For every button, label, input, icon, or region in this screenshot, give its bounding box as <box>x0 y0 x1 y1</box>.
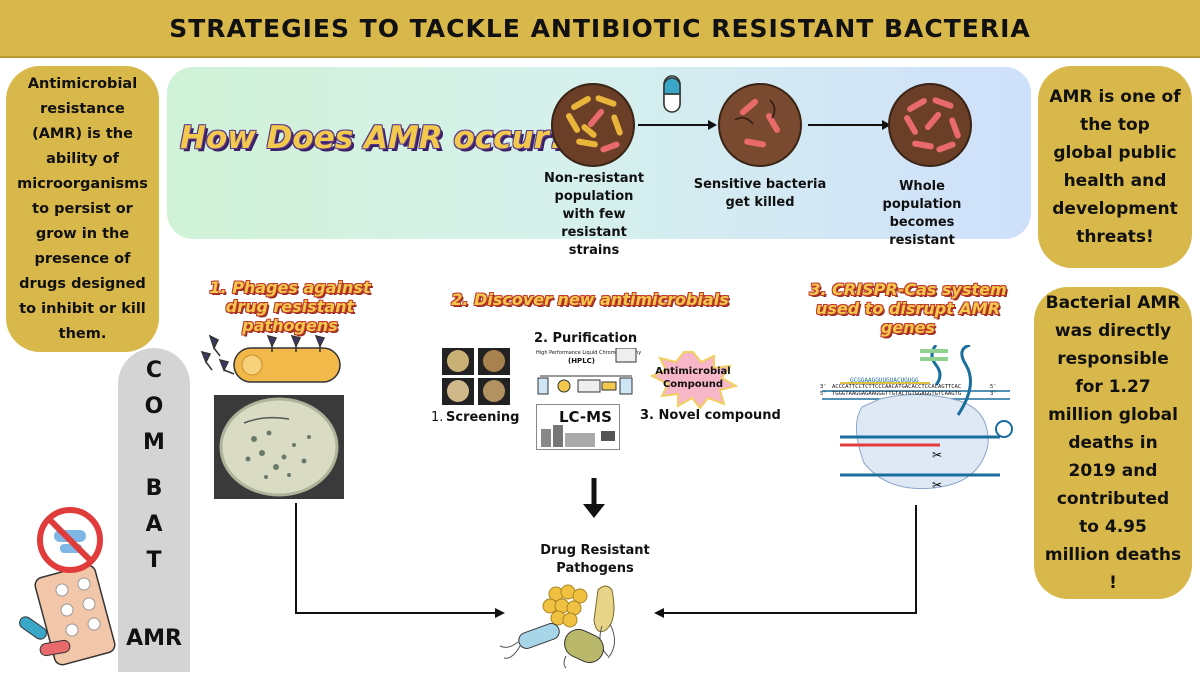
antimicrobial-compound-label: Antimicrobial Compound <box>655 366 731 390</box>
hplc-apparatus-icon <box>537 348 637 395</box>
dna-bottom-end-label: 3' <box>990 391 997 397</box>
dna-bottom-end-label: 5' <box>820 391 827 397</box>
page-title: STRATEGIES TO TACKLE ANTIBIOTIC RESISTAN… <box>169 13 1031 43</box>
svg-text:✂: ✂ <box>932 448 942 462</box>
amr-deaths-box: Bacterial AMR was directly responsible f… <box>1034 287 1192 599</box>
stage-caption-1: Non-resistant population with few resist… <box>543 171 645 258</box>
drug-resistant-pathogens-illustration <box>499 584 615 669</box>
lcms-machine-icon <box>541 425 615 447</box>
dna-top-end-label: 3' <box>820 384 827 390</box>
hplc-full-label: High Performance Liquid Chromatography <box>536 350 642 356</box>
amr-threat-box: AMR is one of the top global public heal… <box>1038 66 1192 268</box>
phage-on-bacterium-illustration <box>200 334 341 383</box>
amr-deaths-text: Bacterial AMR was directly responsible f… <box>1044 293 1182 593</box>
phage-plaque-petri-dish <box>214 395 344 499</box>
amr-occurrence-title: How Does AMR occur? <box>180 120 567 156</box>
amr-stage-illustrations <box>551 75 972 167</box>
combat-letter: A <box>145 512 163 537</box>
antibiotic-capsule-icon <box>663 75 681 113</box>
dna-top-strand: ACCCATTCCTCTTCCCAACATGACACCTCCACAGTTCAC <box>832 384 962 390</box>
strategy3-title: 3. CRISPR-Cas system used to disrupt AMR… <box>809 280 1007 337</box>
combat-letter: O <box>144 394 164 419</box>
crispr-to-pathogen-arrow <box>664 505 917 614</box>
combat-letter: T <box>146 548 162 573</box>
screening-plates-icon <box>442 348 510 405</box>
killed-bacteria-dish-icon <box>718 83 802 167</box>
phage-to-pathogen-arrow <box>295 503 495 614</box>
combat-letter: B <box>145 476 163 501</box>
combat-letter: M <box>143 430 165 455</box>
hplc-label: (HPLC) <box>568 357 595 365</box>
mixed-population-dish-icon <box>551 83 635 167</box>
title-banner: STRATEGIES TO TACKLE ANTIBIOTIC RESISTAN… <box>0 0 1200 58</box>
lcms-instrument: LC-MS <box>536 404 620 450</box>
crispr-cas-complex-illustration: ✂ ✂ <box>822 345 1013 492</box>
novel-compound-label: 3. Novel compound <box>640 408 781 423</box>
combat-letter: C <box>145 358 163 383</box>
screening-label: Screening <box>446 410 520 425</box>
dna-bottom-strand: TGGGTAAGGAGAAGGGTTGTACTGTGGAGGTGTCAAGTG <box>832 391 962 397</box>
resistant-population-dish-icon <box>888 83 972 167</box>
strategy2-title: 2. Discover new antimicrobials <box>451 290 729 309</box>
no-bacteria-pills-icon <box>19 507 116 666</box>
antimicrobial-compound-burst <box>649 351 738 410</box>
combat-amr-column: C O M B A T AMR <box>118 348 190 672</box>
guide-rna-sequence: GCGGAAGGUUGUACUGUGG <box>850 377 919 384</box>
lcms-label: LC-MS <box>559 408 612 426</box>
amr-definition-text: Antimicrobial resistance (AMR) is the ab… <box>17 75 148 342</box>
svg-text:✂: ✂ <box>932 478 942 492</box>
dna-top-end-label: 5' <box>990 384 997 390</box>
screening-number: 1. <box>431 410 444 425</box>
stage-caption-3: Whole population becomes resistant <box>882 179 962 248</box>
amr-threat-text: AMR is one of the top global public heal… <box>1049 87 1181 247</box>
strategy1-title: 1. Phages against drug resistant pathoge… <box>209 278 371 335</box>
stage-caption-2: Sensitive bacteria get killed <box>693 177 827 210</box>
purification-label: 2. Purification <box>534 331 638 346</box>
amr-definition-box: Antimicrobial resistance (AMR) is the ab… <box>6 66 159 352</box>
combat-word: AMR <box>126 626 182 651</box>
drug-resistant-pathogens-label: Drug Resistant Pathogens <box>540 543 650 576</box>
